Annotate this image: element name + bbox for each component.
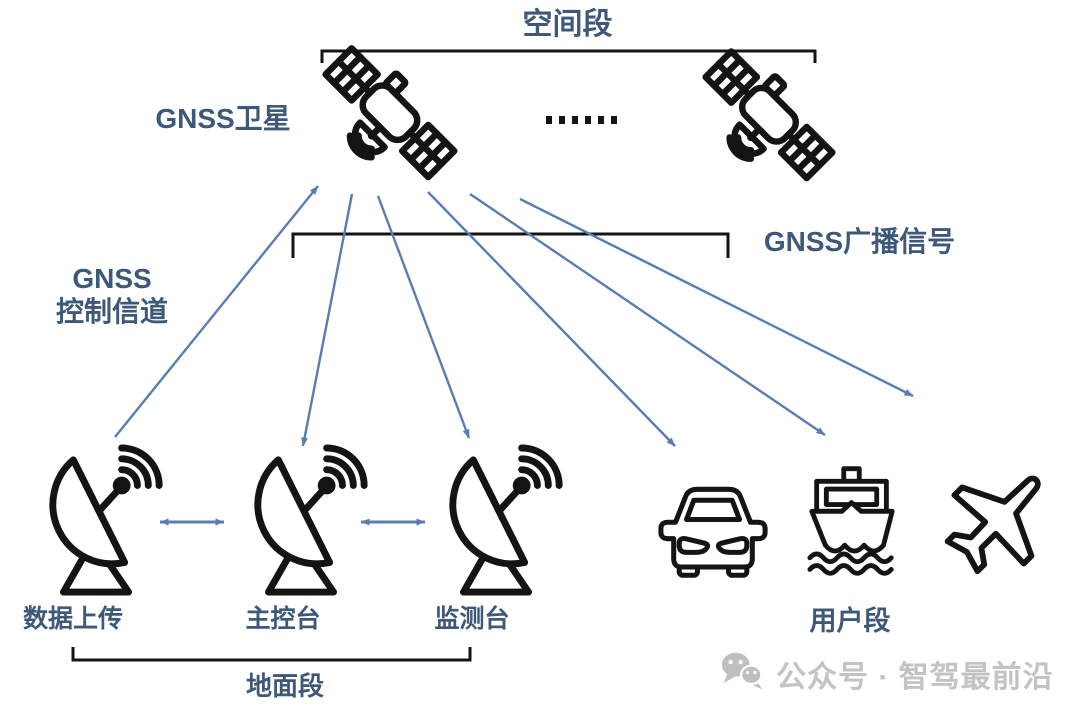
control-channel-label-line2: 控制信道 xyxy=(55,296,168,327)
satellite-icon xyxy=(708,56,836,186)
dish-antenna-icon xyxy=(235,448,367,596)
watermark-text: 公众号 · 智驾最前沿 xyxy=(776,661,1054,694)
ground-segment-label: 地面段 xyxy=(245,671,324,701)
arrow-broadcast-to-car xyxy=(427,191,676,447)
arrow-control-channel-up xyxy=(114,185,319,438)
satellite-icon xyxy=(326,54,460,184)
wechat-icon xyxy=(720,650,766,696)
arrow-broadcast-to-ship xyxy=(469,193,826,436)
space-segment-label: 空间段 xyxy=(522,8,613,41)
ellipsis-dots xyxy=(546,116,617,124)
broadcast-signal-label: GNSS广播信号 xyxy=(763,226,956,257)
gnss-satellite-label: GNSS卫星 xyxy=(155,103,291,134)
master-control-station-label: 主控台 xyxy=(245,605,321,633)
user-segment-label: 用户段 xyxy=(809,606,891,636)
ship-icon xyxy=(806,466,898,576)
dish-antenna-icon xyxy=(30,448,162,596)
control-channel-label-line1: GNSS xyxy=(72,263,152,294)
broadcast-signal-bracket xyxy=(291,232,730,258)
monitor-station-label: 监测台 xyxy=(434,605,510,633)
dish-antenna-icon xyxy=(430,448,562,596)
arrow-broadcast-to-airplane xyxy=(519,197,914,398)
airplane-icon xyxy=(938,470,1044,580)
arrow-broadcast-to-monitor xyxy=(376,195,471,439)
ground-segment-bracket xyxy=(71,647,472,662)
control-channel-label: GNSS 控制信道 xyxy=(28,262,196,328)
space-segment-bracket xyxy=(320,49,817,63)
car-icon xyxy=(650,482,776,578)
data-upload-station-label: 数据上传 xyxy=(22,605,123,633)
arrow-broadcast-to-master-control xyxy=(301,193,354,447)
